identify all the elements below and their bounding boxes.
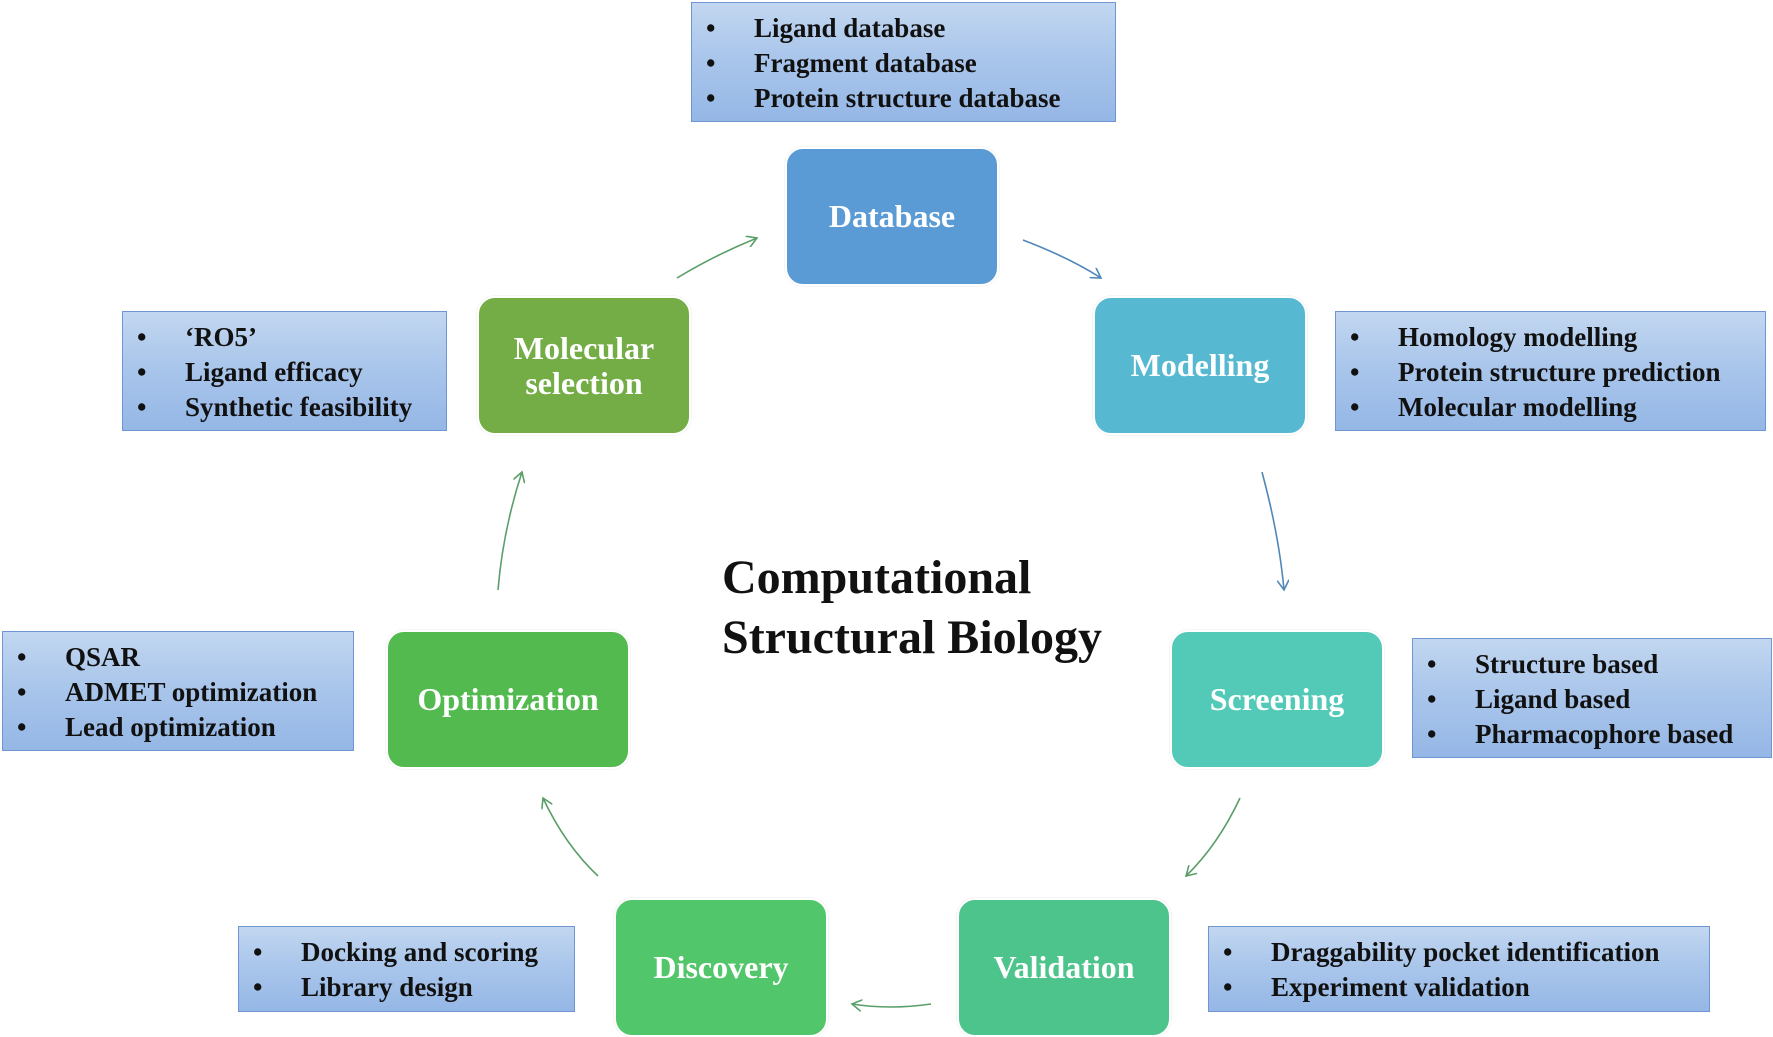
note-item: Molecular modelling	[1336, 390, 1765, 425]
note-item: Ligand based	[1413, 682, 1771, 717]
note-modelling: Homology modelling Protein structure pre…	[1335, 311, 1766, 431]
note-item: ADMET optimization	[3, 675, 353, 710]
title-line-1: Computational	[722, 551, 1032, 604]
note-item: Homology modelling	[1336, 320, 1765, 355]
note-item: Ligand database	[692, 11, 1115, 46]
note-item: Fragment database	[692, 46, 1115, 81]
stage-label: Modelling	[1130, 347, 1270, 383]
note-optimization: QSAR ADMET optimization Lead optimizatio…	[2, 631, 354, 751]
note-item: Draggability pocket identification	[1209, 935, 1709, 970]
arrow-database-to-modelling	[1022, 239, 1101, 278]
stage-optimization: Optimization	[386, 630, 630, 769]
arrow-molecular-selection-to-database	[676, 238, 757, 279]
stage-label: Validation	[993, 949, 1135, 985]
stage-validation: Validation	[957, 898, 1171, 1037]
arrow-modelling-to-screening	[1261, 471, 1284, 590]
title-line-2: Structural Biology	[722, 611, 1102, 664]
note-molecular-selection: ‘RO5’ Ligand efficacy Synthetic feasibil…	[122, 311, 447, 431]
stage-screening: Screening	[1170, 630, 1384, 769]
note-item: Ligand efficacy	[123, 355, 446, 390]
stage-molecular-selection: Molecular selection	[477, 296, 691, 435]
note-database: Ligand database Fragment database Protei…	[691, 2, 1116, 122]
note-item: Lead optimization	[3, 710, 353, 745]
stage-database: Database	[785, 147, 999, 286]
note-discovery: Docking and scoring Library design	[238, 926, 575, 1012]
stage-label: Molecular selection	[513, 329, 655, 401]
note-item: Protein structure prediction	[1336, 355, 1765, 390]
note-item: Library design	[239, 970, 574, 1005]
note-validation: Draggability pocket identification Exper…	[1208, 926, 1710, 1012]
note-item: QSAR	[3, 640, 353, 675]
note-item: Pharmacophore based	[1413, 717, 1771, 752]
arrow-optimization-to-molecular-selection	[497, 472, 522, 591]
arrow-screening-to-validation	[1186, 797, 1241, 876]
note-item: ‘RO5’	[123, 320, 446, 355]
note-screening: Structure based Ligand based Pharmacopho…	[1412, 638, 1772, 758]
arrow-validation-to-discovery	[852, 1004, 932, 1007]
diagram-title: Computational Structural Biology	[722, 548, 1142, 668]
stage-label: Optimization	[417, 681, 599, 717]
stage-label: Discovery	[653, 949, 789, 985]
note-item: Protein structure database	[692, 81, 1115, 116]
stage-discovery: Discovery	[614, 898, 828, 1037]
note-item: Experiment validation	[1209, 970, 1709, 1005]
stage-modelling: Modelling	[1093, 296, 1307, 435]
note-item: Structure based	[1413, 647, 1771, 682]
note-item: Synthetic feasibility	[123, 390, 446, 425]
arrow-discovery-to-optimization	[543, 798, 599, 877]
note-item: Docking and scoring	[239, 935, 574, 970]
stage-label: Database	[828, 198, 956, 234]
stage-label: Screening	[1209, 681, 1345, 717]
